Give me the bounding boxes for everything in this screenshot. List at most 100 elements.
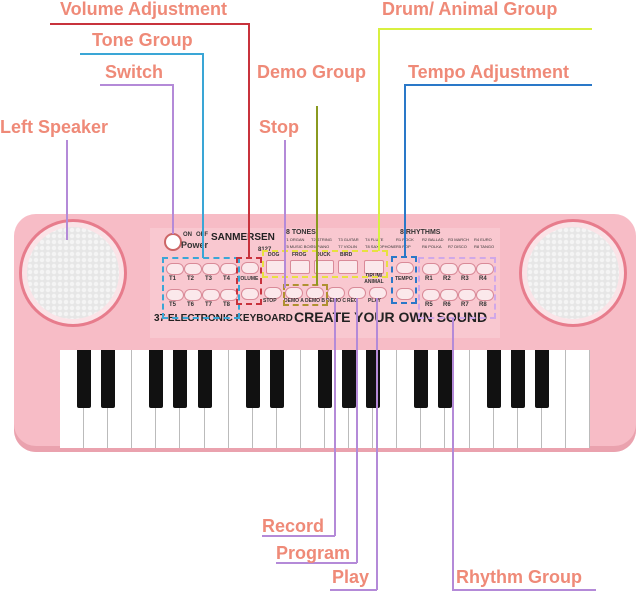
tone-button-3-label: T3 (205, 276, 213, 282)
animal-button-bird[interactable] (338, 260, 358, 274)
rhythm-button-6[interactable] (440, 289, 458, 301)
rhythm-button-2-label: R2 (443, 276, 451, 282)
label-left-speaker: Left Speaker (0, 117, 109, 137)
label-rhythm: Rhythm Group (456, 567, 582, 587)
black-key[interactable] (366, 350, 381, 408)
tone-list-item: T4 FLUTE (365, 237, 384, 242)
button-play[interactable] (369, 287, 387, 299)
tone-list-item: T2 STRING (311, 237, 332, 242)
tempo-label: TEMPO (395, 276, 413, 282)
drum-animal-button[interactable] (364, 260, 384, 274)
rhythms-header: 8 RHYTHMS (400, 229, 441, 236)
tone-group-box (162, 257, 240, 319)
black-key[interactable] (510, 350, 525, 408)
button-play-label: PLAY (368, 298, 381, 304)
left-speaker (22, 222, 124, 324)
leader-line (202, 53, 204, 258)
piano-keys (60, 350, 590, 448)
leader-line (334, 298, 336, 536)
rhythm-button-3[interactable] (458, 263, 476, 275)
rhythm-button-7[interactable] (458, 289, 476, 301)
black-key[interactable] (318, 350, 332, 408)
rhythm-list-item: R6 POLKA (422, 244, 442, 249)
rhythm-button-4[interactable] (476, 263, 494, 275)
animal-button-frog[interactable] (290, 260, 310, 274)
tone-button-6[interactable] (184, 289, 202, 301)
rhythm-button-8[interactable] (476, 289, 494, 301)
rhythm-list-item: R4 EURO (474, 237, 492, 242)
power-on-label: ON (183, 232, 192, 238)
rhythm-list-item: R5 POP (396, 244, 411, 249)
button-stop[interactable] (264, 287, 282, 299)
rhythm-group-box (418, 257, 496, 319)
rhythm-button-1[interactable] (422, 263, 440, 275)
rhythm-button-5-label: R5 (425, 302, 433, 308)
animal-label: FROG (292, 252, 307, 258)
button-stop-label: STOP (263, 298, 277, 304)
power-switch[interactable] (164, 233, 182, 251)
rhythm-list-item: R2 BALLAD (422, 237, 444, 242)
tone-button-7[interactable] (202, 289, 220, 301)
black-key[interactable] (173, 350, 188, 408)
tone-button-2-label: T2 (187, 276, 195, 282)
black-key[interactable] (77, 350, 92, 408)
leader-line (452, 318, 454, 590)
tempo-down-button[interactable] (396, 288, 414, 300)
tone-button-1-label: T1 (169, 276, 177, 282)
button-demo-a-label: DEMO A (284, 298, 304, 304)
tone-button-2[interactable] (184, 263, 202, 275)
label-record: Record (262, 516, 325, 536)
rhythm-list-item: R8 TANGO (474, 244, 495, 249)
rhythm-button-2[interactable] (440, 263, 458, 275)
label-program: Program (276, 543, 351, 563)
black-key[interactable] (245, 350, 260, 408)
animal-label: DOG (268, 252, 280, 258)
label-drum-animal: Drum/ Animal Group (382, 0, 558, 19)
rhythm-list-item: R7 DISCO (448, 244, 467, 249)
button-demo-a[interactable] (285, 287, 303, 299)
animal-button-duck[interactable] (314, 260, 334, 274)
label-volume: Volume Adjustment (60, 0, 228, 19)
white-key[interactable] (565, 350, 590, 448)
black-key[interactable] (486, 350, 501, 408)
rhythm-button-7-label: R7 (461, 302, 469, 308)
black-key[interactable] (149, 350, 164, 408)
leader-line (66, 140, 68, 240)
tone-list-item: T8 SAXOPHONE (365, 244, 397, 249)
black-key[interactable] (101, 350, 116, 408)
leader-line (376, 298, 378, 590)
control-panel (150, 228, 500, 338)
leader-line (404, 84, 592, 86)
animal-label: BIRD (340, 252, 353, 258)
label-demo: Demo Group (257, 62, 367, 82)
black-key[interactable] (438, 350, 453, 408)
slogan: CREATE YOUR OWN SOUND (294, 309, 488, 325)
brand-logo: SANMERSEN (211, 232, 275, 243)
leader-line (330, 589, 377, 591)
tempo-up-button[interactable] (396, 262, 414, 274)
tone-button-3[interactable] (202, 263, 220, 275)
rhythm-button-5[interactable] (422, 289, 440, 301)
black-key[interactable] (269, 350, 284, 408)
volume-up-button[interactable] (241, 262, 259, 274)
leader-line (316, 106, 318, 285)
black-key[interactable] (534, 350, 549, 408)
volume-down-button[interactable] (241, 288, 259, 300)
drum-animal-box (262, 250, 388, 278)
button-demo-b[interactable] (306, 287, 324, 299)
tone-list-item: T7 VIOLIN (338, 244, 357, 249)
black-key[interactable] (342, 350, 357, 408)
power-label: Power (181, 240, 209, 250)
button-demo-c-label: DEMO C (326, 298, 346, 304)
leader-line (248, 23, 250, 258)
tone-button-1[interactable] (166, 263, 184, 275)
leader-line (276, 562, 357, 564)
black-key[interactable] (414, 350, 429, 408)
animal-label: DUCK (316, 252, 331, 258)
black-key[interactable] (197, 350, 212, 408)
tone-list-item: T6 PIANO (311, 244, 330, 249)
leader-line (356, 298, 358, 563)
leader-line (262, 535, 335, 537)
volume-label: VOLUME (237, 276, 259, 282)
tone-button-5[interactable] (166, 289, 184, 301)
